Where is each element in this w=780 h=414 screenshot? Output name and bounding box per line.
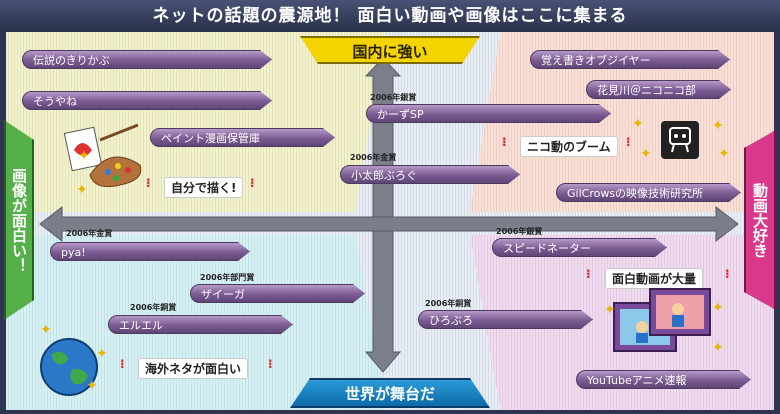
site-bar-densetsu[interactable]: 伝説のきりかぶ	[22, 50, 272, 69]
sparkle-icon: ✦	[86, 378, 98, 394]
burst-icon: ⁝	[250, 176, 255, 190]
award-label: 2006年銀賞	[496, 227, 543, 236]
sparkle-icon: ✦	[78, 148, 90, 164]
award-label: 2006年金賞	[66, 229, 113, 238]
site-bar-hirobro[interactable]: ひろぶろ	[418, 310, 593, 329]
vertical-axis-arrow	[364, 57, 402, 373]
axis-label-left: 画像が面白い！	[4, 120, 34, 320]
sparkle-icon: ✦	[712, 300, 724, 316]
award-label: 2006年銅賞	[425, 299, 472, 308]
axis-label-bottom: 世界が舞台だ	[290, 378, 490, 408]
callout-kaigai: 海外ネタが面白い	[138, 358, 249, 379]
site-bar-kazusp[interactable]: かーずSP	[366, 104, 611, 123]
site-bar-gilcrows[interactable]: GilCrowsの映像技術研究所	[556, 183, 741, 202]
site-bar-zaiga[interactable]: ザイーガ	[190, 284, 365, 303]
video-film-icon	[613, 288, 711, 352]
sparkle-icon: ✦	[712, 340, 724, 356]
sparkle-icon: ✦	[96, 346, 108, 362]
axis-label-top: 国内に強い	[300, 36, 480, 64]
callout-paint: 自分で描く!	[164, 177, 244, 198]
award-label: 2006年銀賞	[370, 93, 417, 102]
globe-icon	[40, 338, 98, 396]
sparkle-icon: ✦	[632, 116, 644, 132]
sparkle-icon: ✦	[718, 146, 730, 162]
sparkle-icon: ✦	[712, 118, 724, 134]
sparkle-icon: ✦	[40, 322, 52, 338]
site-bar-youtube-anime[interactable]: YouTubeアニメ速報	[576, 370, 751, 389]
site-bar-souyane[interactable]: そうやね	[22, 91, 272, 110]
page-title: ネットの話題の震源地！ 面白い動画や画像はここに集まる	[0, 0, 780, 32]
burst-icon: ⁝	[725, 267, 730, 281]
sparkle-icon: ✦	[640, 146, 652, 162]
robot-face-icon	[661, 121, 699, 159]
burst-icon: ⁝	[502, 135, 507, 149]
burst-icon: ⁝	[268, 357, 273, 371]
award-label: 2006年部門賞	[200, 273, 255, 282]
site-bar-kotaro[interactable]: 小太郎ぶろぐ	[340, 165, 520, 184]
axis-label-right: 動画大好き	[744, 130, 776, 310]
site-bar-speednator[interactable]: スピードネーター	[492, 238, 667, 257]
site-bar-pya[interactable]: pya!	[50, 242, 250, 261]
burst-icon: ⁝	[146, 176, 151, 190]
site-bar-hanamigawa[interactable]: 花見川＠ニコニコ部	[586, 80, 731, 99]
sparkle-icon: ✦	[604, 302, 616, 318]
site-bar-eruelu[interactable]: エルエル	[108, 315, 293, 334]
horizontal-axis-arrow	[39, 205, 739, 243]
burst-icon: ⁝	[586, 267, 591, 281]
burst-icon: ⁝	[626, 135, 631, 149]
award-label: 2006年銅賞	[130, 303, 177, 312]
callout-nico: ニコ動のブーム	[520, 136, 618, 157]
site-bar-oboegaki[interactable]: 覚え書きオブジイヤー	[530, 50, 730, 69]
award-label: 2006年金賞	[350, 153, 397, 162]
sparkle-icon: ✦	[76, 182, 88, 198]
burst-icon: ⁝	[120, 357, 125, 371]
site-bar-paint[interactable]: ペイント漫画保管庫	[150, 128, 335, 147]
paint-palette-icon	[63, 123, 142, 188]
